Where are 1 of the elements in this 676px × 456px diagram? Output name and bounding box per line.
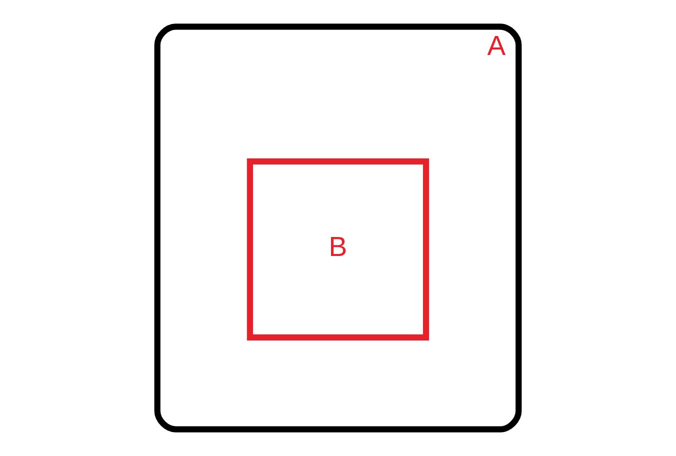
node-box: B xyxy=(246,158,430,341)
